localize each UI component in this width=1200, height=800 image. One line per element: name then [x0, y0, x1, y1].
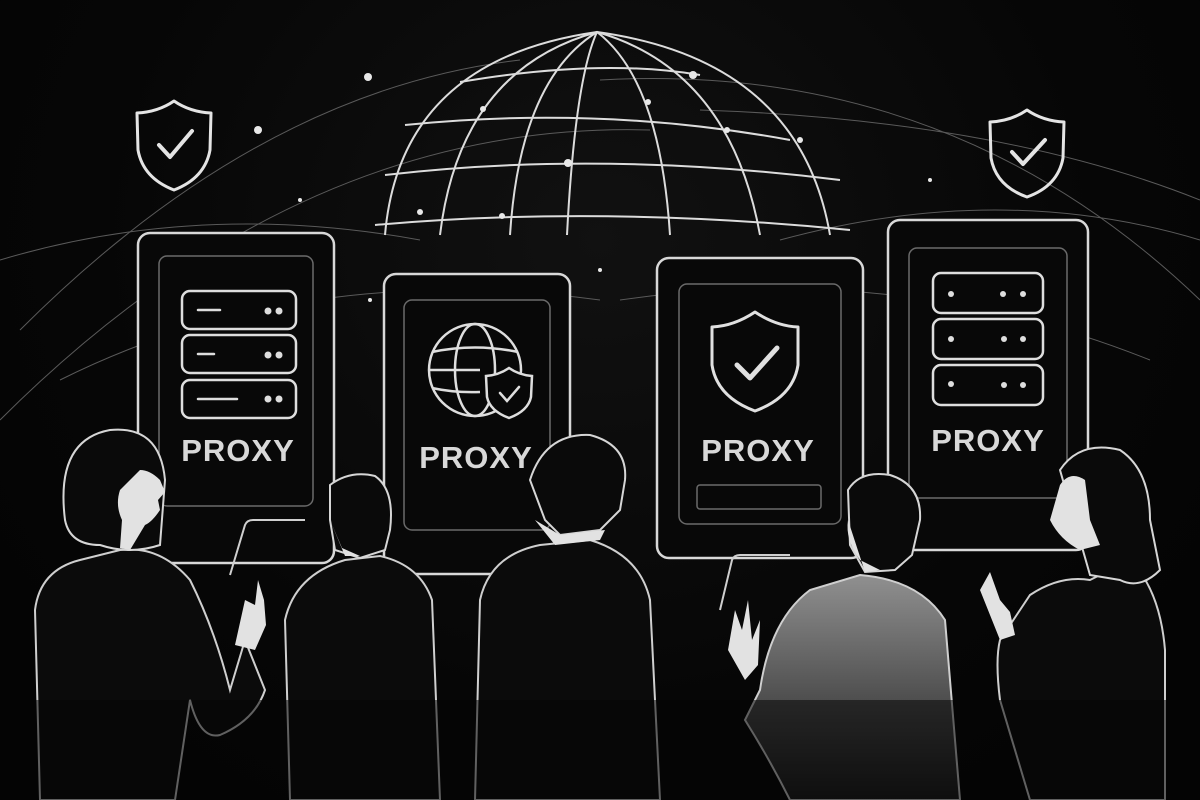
- proxy-label-3: PROXY: [701, 433, 815, 468]
- server-rack-icon-2: [931, 271, 1045, 407]
- globe-shield-icon: [427, 322, 534, 420]
- proxy-label-1: PROXY: [181, 433, 295, 468]
- shield-check-icon-left: [135, 99, 213, 192]
- proxy-panel-4: [886, 218, 1090, 552]
- proxy-label-4: PROXY: [931, 423, 1045, 458]
- shield-check-icon-panel: [710, 310, 800, 413]
- proxy-panel-2: [382, 272, 572, 576]
- server-rack-icon-1: [180, 289, 298, 420]
- shield-check-icon-right: [988, 108, 1066, 199]
- proxy-label-2: PROXY: [419, 440, 533, 475]
- globe-wireframe-icon: [374, 30, 851, 236]
